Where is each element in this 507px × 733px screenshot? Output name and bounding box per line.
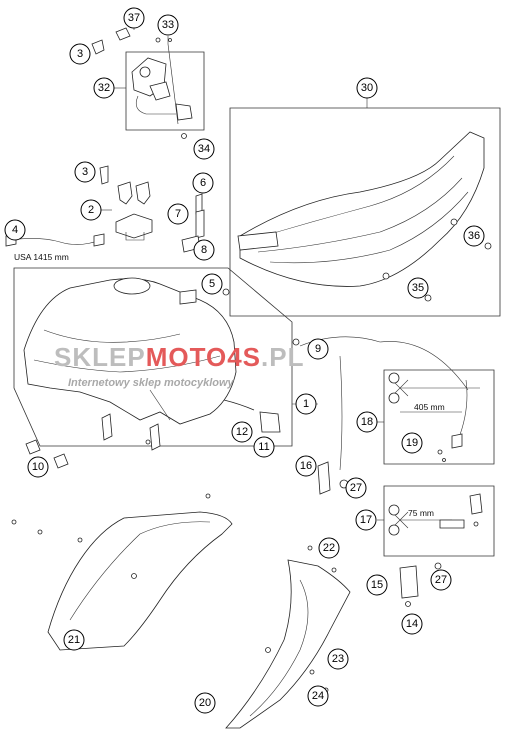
callout-5: 5 — [201, 273, 223, 295]
callout-20: 20 — [194, 692, 216, 714]
fuel-tank-box — [13, 267, 293, 447]
svg-text:18: 18 — [361, 416, 373, 428]
hose-405-label: 405 mm — [414, 402, 445, 412]
callout-4: 4 — [4, 219, 26, 241]
svg-text:6: 6 — [200, 177, 206, 189]
svg-text:3: 3 — [82, 166, 88, 178]
watermark-brand-a: SKLEP — [54, 342, 146, 372]
key-set — [99, 165, 153, 241]
svg-text:11: 11 — [258, 441, 269, 453]
svg-text:3: 3 — [77, 48, 83, 60]
callout-3a: 3 — [69, 43, 91, 65]
svg-text:27: 27 — [435, 574, 447, 586]
callout-37: 37 — [123, 7, 145, 29]
svg-text:22: 22 — [323, 542, 335, 554]
callout-36: 36 — [463, 225, 485, 247]
callout-18: 18 — [356, 411, 378, 433]
watermark-tagline: Internetowy sklep motocyklowy — [68, 377, 235, 389]
vent-hose — [292, 336, 469, 495]
callout-15: 15 — [366, 574, 388, 596]
svg-text:32: 32 — [98, 82, 110, 94]
callout-32: 32 — [93, 77, 115, 99]
usa-hose-label: USA 1415 mm — [14, 252, 69, 262]
callout-24: 24 — [307, 685, 329, 707]
callout-19: 19 — [401, 432, 423, 454]
svg-text:24: 24 — [312, 690, 324, 702]
callout-23: 23 — [327, 648, 349, 670]
callout-8: 8 — [193, 239, 215, 261]
svg-text:19: 19 — [406, 437, 418, 449]
svg-text:7: 7 — [175, 208, 181, 220]
hose-405-part — [388, 372, 480, 462]
lock-assembly-box — [125, 51, 205, 131]
callout-21: 21 — [63, 629, 85, 651]
svg-text:14: 14 — [406, 618, 418, 630]
svg-text:1: 1 — [303, 398, 309, 410]
svg-text:20: 20 — [199, 697, 211, 709]
svg-text:4: 4 — [12, 224, 18, 236]
callout-12: 12 — [231, 421, 253, 443]
svg-text:5: 5 — [209, 278, 215, 290]
svg-text:15: 15 — [371, 579, 383, 591]
watermark-brand-c: 4S — [227, 342, 261, 372]
svg-text:17: 17 — [360, 514, 372, 526]
svg-text:16: 16 — [300, 460, 312, 472]
seat-part — [237, 131, 492, 302]
svg-text:33: 33 — [162, 19, 174, 31]
callout-16: 16 — [295, 455, 317, 477]
callout-3b: 3 — [74, 161, 96, 183]
fuel-tank-part — [23, 277, 237, 425]
svg-text:23: 23 — [332, 653, 344, 665]
rubber-grommets — [25, 439, 69, 469]
filler-cap-part — [115, 27, 131, 41]
svg-text:30: 30 — [361, 82, 373, 94]
svg-text:10: 10 — [32, 461, 44, 473]
svg-text:12: 12 — [236, 426, 248, 438]
seat-box — [229, 107, 501, 317]
callout-1: 1 — [295, 393, 317, 415]
svg-text:9: 9 — [315, 343, 321, 355]
hose-75-part — [388, 493, 483, 536]
callout-14: 14 — [401, 613, 423, 635]
callout-27b: 27 — [430, 569, 452, 591]
hose-75-label: 75 mm — [408, 508, 434, 518]
watermark-brand-b: MOTO — [146, 342, 228, 372]
callout-7: 7 — [167, 203, 189, 225]
watermark-brand-d: .PL — [261, 342, 304, 372]
callout-17: 17 — [355, 509, 377, 531]
bracket-parts-14-15 — [399, 562, 442, 607]
tank-fittings — [101, 288, 281, 451]
svg-text:34: 34 — [198, 143, 210, 155]
callout-10: 10 — [27, 456, 49, 478]
callout-2: 2 — [80, 199, 102, 221]
callout-6: 6 — [192, 172, 214, 194]
hose-405-box — [383, 369, 495, 465]
callout-9: 9 — [307, 338, 329, 360]
screw-part-3a — [91, 39, 105, 55]
svg-text:2: 2 — [88, 204, 94, 216]
svg-text:27: 27 — [350, 482, 362, 494]
callout-35: 35 — [407, 277, 429, 299]
callout-33: 33 — [157, 14, 179, 36]
svg-text:36: 36 — [468, 230, 480, 242]
fuel-cap-lock-assembly — [131, 37, 193, 139]
watermark-brand: SKLEPMOTO4S.PL — [54, 342, 304, 372]
svg-text:37: 37 — [128, 12, 140, 24]
watermark: SKLEPMOTO4S.PL Internetowy sklep motocyk… — [54, 342, 304, 389]
svg-text:35: 35 — [412, 282, 424, 294]
right-side-cover — [225, 545, 351, 729]
callout-27a: 27 — [345, 477, 367, 499]
callout-22: 22 — [318, 537, 340, 559]
hose-75-box — [383, 485, 495, 557]
svg-text:21: 21 — [68, 634, 80, 646]
left-side-cover — [11, 493, 233, 651]
callout-34: 34 — [193, 138, 215, 160]
svg-text:8: 8 — [201, 244, 207, 256]
callout-30: 30 — [356, 77, 378, 99]
callout-11: 11 — [253, 436, 275, 458]
